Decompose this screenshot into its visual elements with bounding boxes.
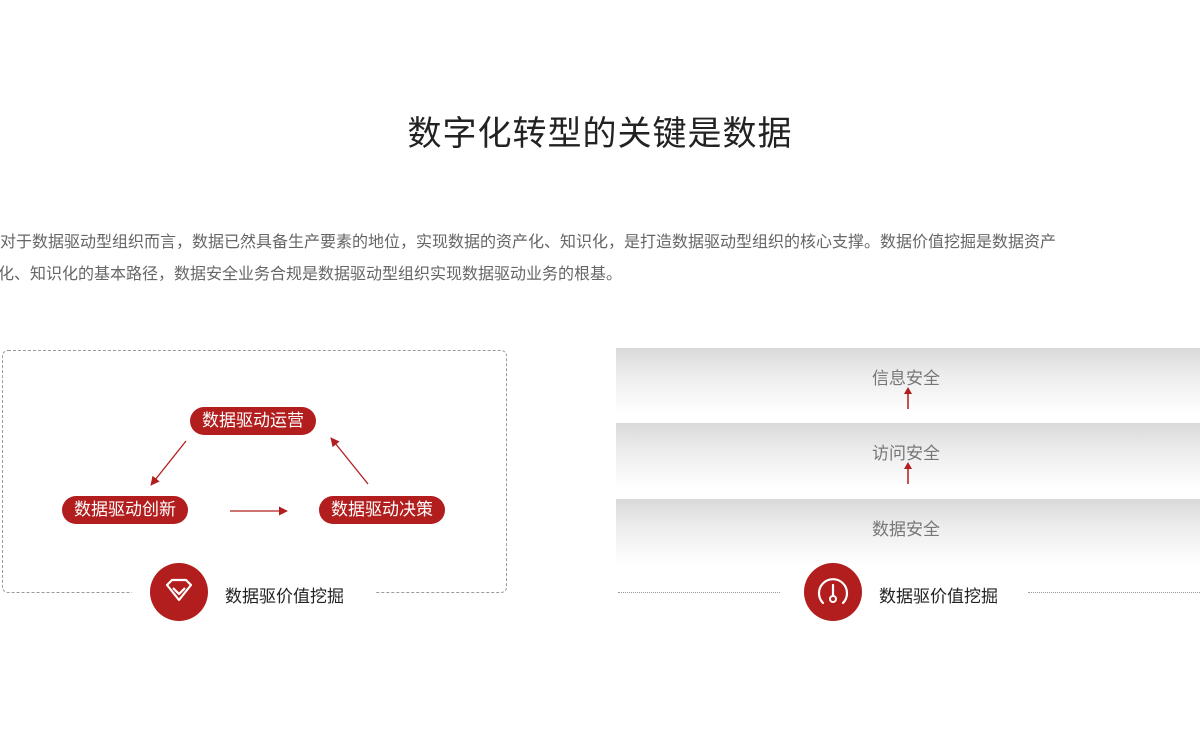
intro-line-2: 化、知识化的基本路径，数据安全业务合规是数据驱动型组织实现数据驱动业务的根基。	[0, 264, 623, 283]
intro-line-1: 对于数据驱动型组织而言，数据已然具备生产要素的地位，实现数据的资产化、知识化，是…	[0, 232, 1057, 251]
gauge-icon	[804, 563, 862, 621]
cycle-node-decision: 数据驱动决策	[319, 496, 445, 524]
divider-line-right	[1028, 592, 1200, 593]
badge-label-left: 数据驱价值挖掘	[225, 587, 344, 607]
cycle-node-innovation: 数据驱动创新	[62, 496, 188, 524]
intro-paragraph: 对于数据驱动型组织而言，数据已然具备生产要素的地位，实现数据的资产化、知识化，是…	[0, 226, 1200, 290]
divider-line-left	[618, 592, 780, 593]
up-arrow-icon	[904, 462, 912, 484]
up-arrow-icon	[904, 387, 912, 409]
cycle-node-operations: 数据驱动运营	[190, 407, 316, 435]
layer-label: 访问安全	[872, 444, 940, 464]
layer-label: 数据安全	[872, 520, 940, 540]
diamond-icon	[150, 563, 208, 621]
data-driven-cycle-panel	[2, 350, 507, 593]
page-title: 数字化转型的关键是数据	[407, 114, 793, 154]
layer-label: 信息安全	[872, 369, 940, 389]
layer-data-security: 数据安全	[616, 499, 1200, 565]
badge-label-right: 数据驱价值挖掘	[879, 587, 998, 607]
